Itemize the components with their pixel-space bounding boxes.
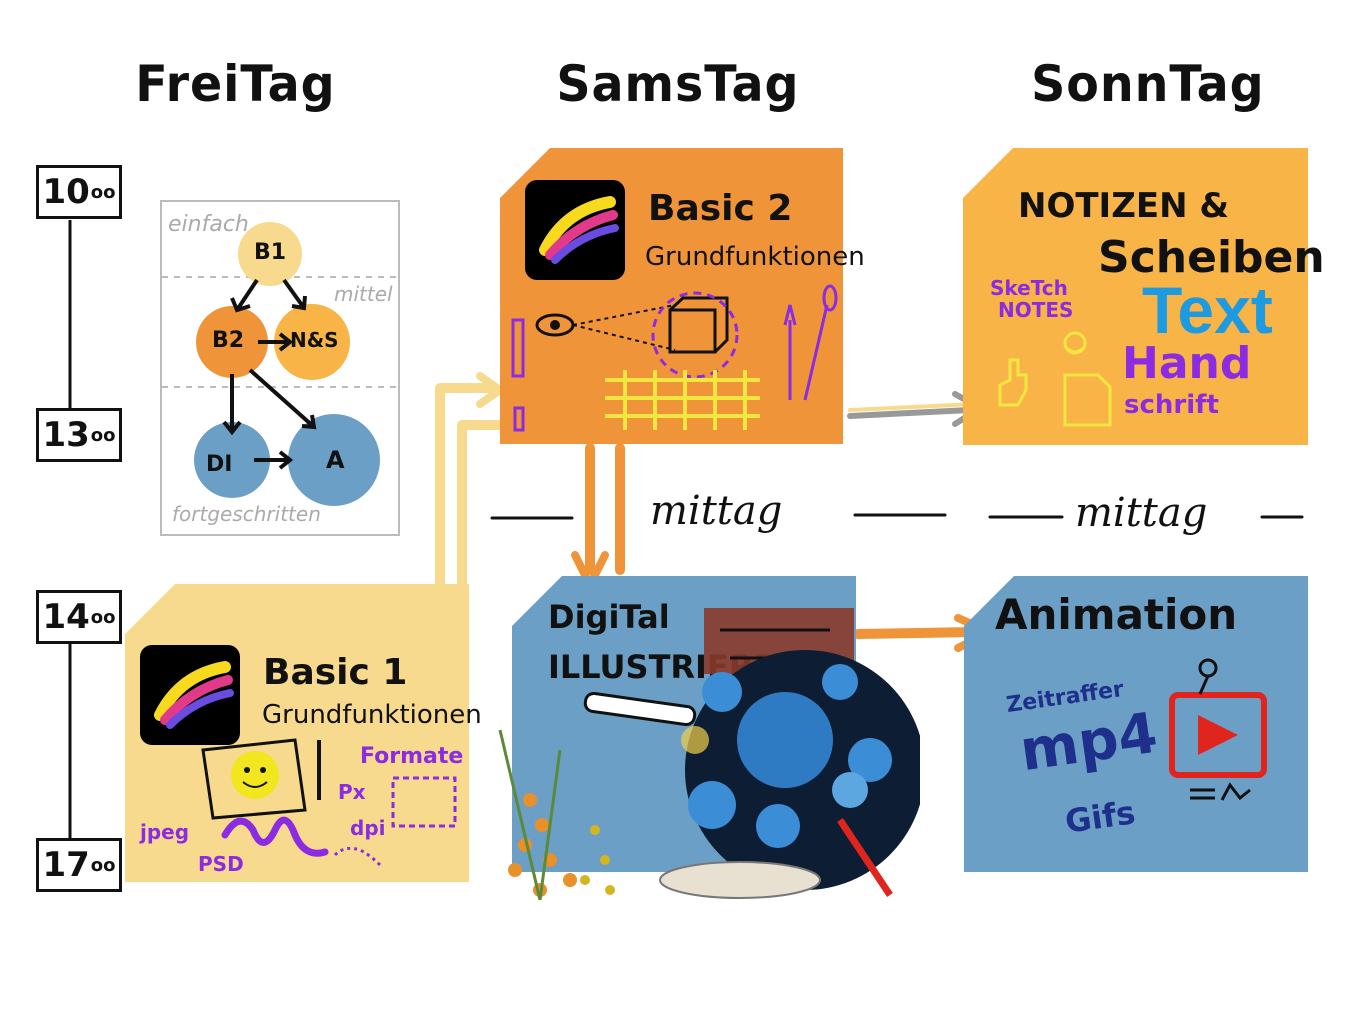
notes-sketch-label-2: NOTES [998,298,1074,322]
lunch-label-saturday: mittag [650,488,783,534]
notes-title-line2: Scheiben [1098,232,1325,283]
legend-node-di: DI [206,452,233,477]
legend-node-ns: N&S [290,328,339,352]
digital-title-line1: DigiTal [548,598,670,636]
notes-sketch-label: SkeTch [990,276,1068,300]
basic2-title: Basic 2 [648,188,793,229]
basic1-px-label: Px [338,780,366,804]
basic2-perspective-illustration [511,284,838,432]
notes-title-line1: NOTIZEN & [1018,186,1230,226]
basic1-subtitle: Grundfunktionen [262,700,482,730]
basic1-formats-label: Formate [360,744,464,769]
legend-label-advanced: fortgeschritten [172,502,321,526]
basic1-psd-label: PSD [198,852,244,876]
notes-text-sample: Text [1142,273,1273,347]
day-header-sunday: SonnTag [1031,55,1265,113]
card-notes-writing[interactable] [963,148,1308,445]
basic2-subtitle: Grundfunktionen [645,242,865,272]
procreate-logo-icon [525,180,625,280]
course-level-legend: einfach mittel fortgeschritten B1 B2 N&S… [160,200,400,536]
lunch-label-sunday: mittag [1075,490,1208,536]
card-animation[interactable] [964,576,1308,872]
animation-title: Animation [995,590,1238,639]
digital-illustration-artwork [498,608,920,901]
notes-doodle-icons [998,331,1112,427]
basic1-title: Basic 1 [263,652,408,693]
day-header-saturday: SamsTag [556,55,800,113]
legend-node-b1: B1 [254,240,287,265]
basic1-canvas-illustration [201,738,457,867]
notes-script-label: schrift [1124,390,1219,420]
video-play-icon [1169,658,1267,801]
basic1-jpeg-label: jpeg [140,820,190,844]
procreate-logo-icon-basic1 [140,645,240,745]
basic1-dpi-label: dpi [350,816,386,840]
day-header-friday: FreiTag [135,55,336,113]
legend-label-medium: mittel [334,282,393,306]
legend-label-easy: einfach [168,212,249,237]
legend-arrows [162,222,398,506]
legend-node-a: A [326,446,345,474]
notes-hand-label: Hand [1122,338,1252,389]
legend-node-b2: B2 [212,328,245,353]
